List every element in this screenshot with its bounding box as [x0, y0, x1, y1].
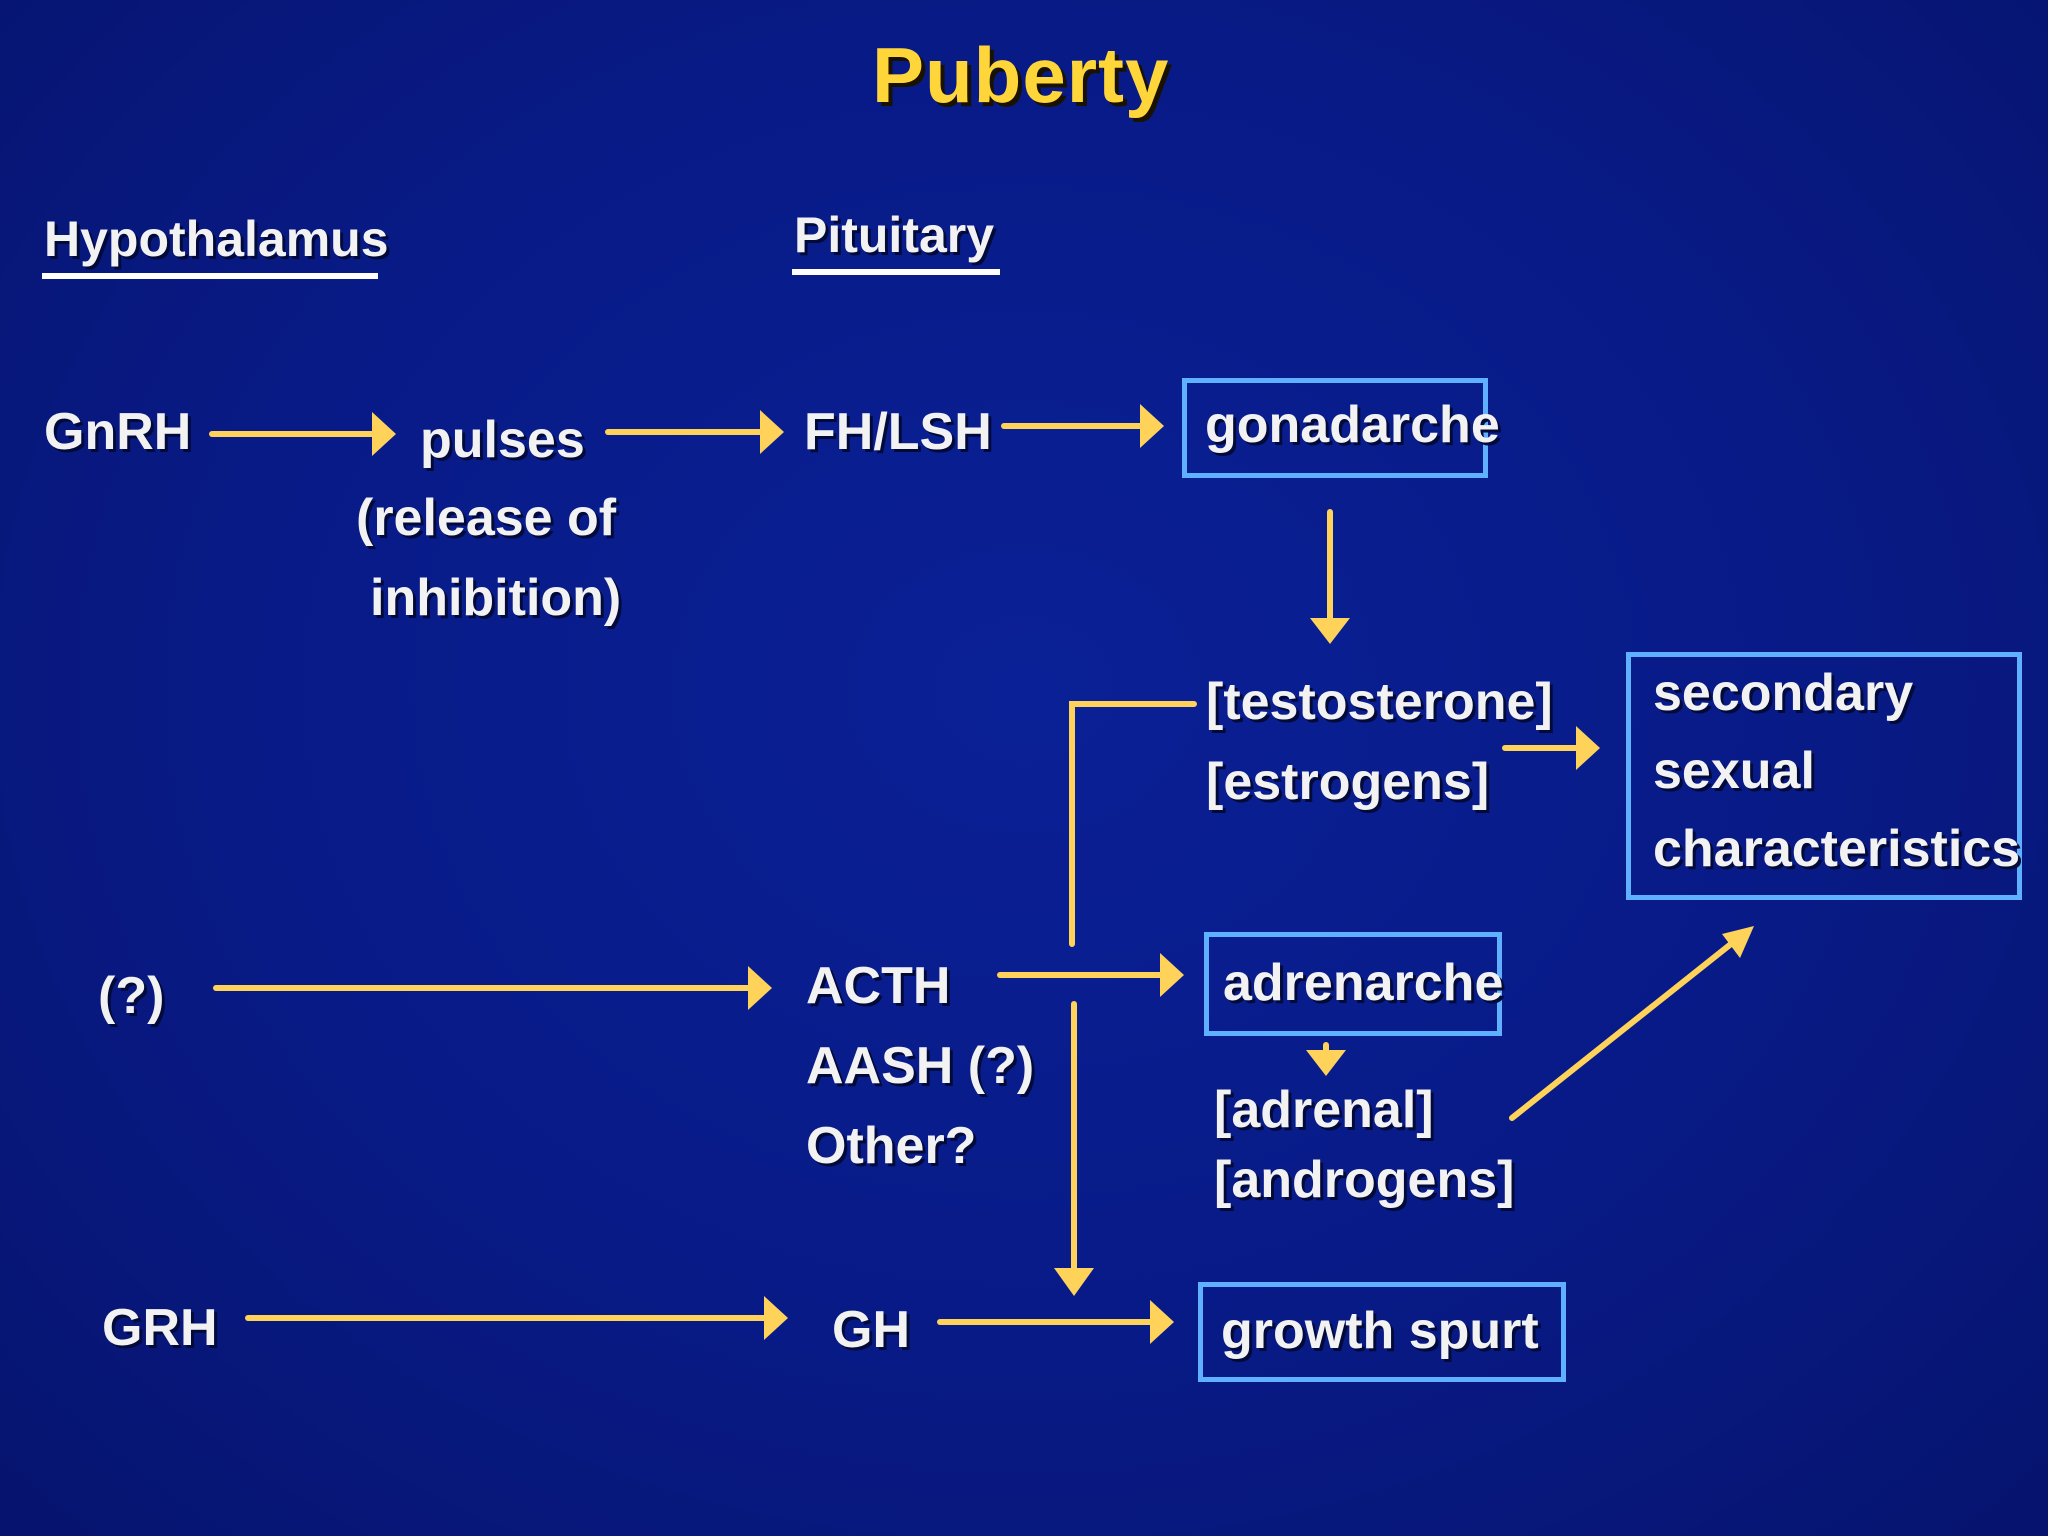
pulses-label: pulses: [420, 411, 585, 469]
arrow-adrenarche-to-adrenal-androgens: [1306, 1042, 1346, 1076]
arrow-pulses-to-fhlsh: [605, 410, 784, 454]
arrow-gnrh-to-pulses: [209, 412, 396, 456]
testosterone-label: [testosterone]: [1206, 673, 1553, 731]
arrow-acth-to-adrenarche: [997, 953, 1184, 997]
unknown-hypothalamic-factor: (?): [98, 967, 165, 1025]
connector-testosterone-branch: [1069, 701, 1197, 947]
gonadarche-label: gonadarche: [1205, 396, 1500, 454]
growth-spurt-box: growth spurt: [1198, 1282, 1566, 1382]
gonadarche-box: gonadarche: [1182, 378, 1500, 478]
hypothalamus-heading: Hypothalamus: [44, 211, 389, 267]
grh-label: GRH: [102, 1299, 218, 1357]
secondary-line3: characteristics: [1653, 820, 2021, 878]
arrow-sex-steroids-to-secondary: [1502, 726, 1600, 770]
arrow-down-to-growth-spurt: [1054, 1001, 1094, 1296]
adrenarche-box: adrenarche: [1204, 932, 1504, 1036]
arrow-fhlsh-to-gonadarche: [1001, 404, 1164, 448]
pulses-note-line1: (release of: [356, 489, 617, 547]
pulses-note-line2: inhibition): [370, 569, 622, 627]
gh-label: GH: [832, 1301, 910, 1359]
secondary-line1: secondary: [1653, 664, 1914, 722]
secondary-characteristics-box: secondary sexual characteristics: [1626, 652, 2022, 900]
pituitary-heading: Pituitary: [794, 207, 995, 263]
arrow-gonadarche-to-sex-steroids: [1310, 509, 1350, 644]
arrow-grh-to-gh: [245, 1296, 788, 1340]
growth-spurt-label: growth spurt: [1221, 1302, 1539, 1360]
arrow-unknown-to-acth: [213, 966, 772, 1010]
androgens-label: [androgens]: [1214, 1151, 1515, 1209]
arrow-gh-to-growth-spurt: [937, 1300, 1174, 1344]
fhlsh-label: FH/LSH: [804, 403, 992, 461]
aash-label: AASH (?): [806, 1037, 1035, 1095]
adrenarche-label: adrenarche: [1223, 954, 1504, 1012]
estrogens-label: [estrogens]: [1206, 753, 1490, 811]
adrenal-label: [adrenal]: [1214, 1081, 1434, 1139]
arrow-adrenal-androgens-to-secondary: [1509, 926, 1754, 1121]
secondary-line2: sexual: [1653, 742, 1815, 800]
other-label: Other?: [806, 1117, 977, 1175]
slide-title: Puberty: [872, 31, 1170, 119]
acth-label: ACTH: [806, 957, 951, 1015]
gnrh-label: GnRH: [44, 403, 192, 461]
